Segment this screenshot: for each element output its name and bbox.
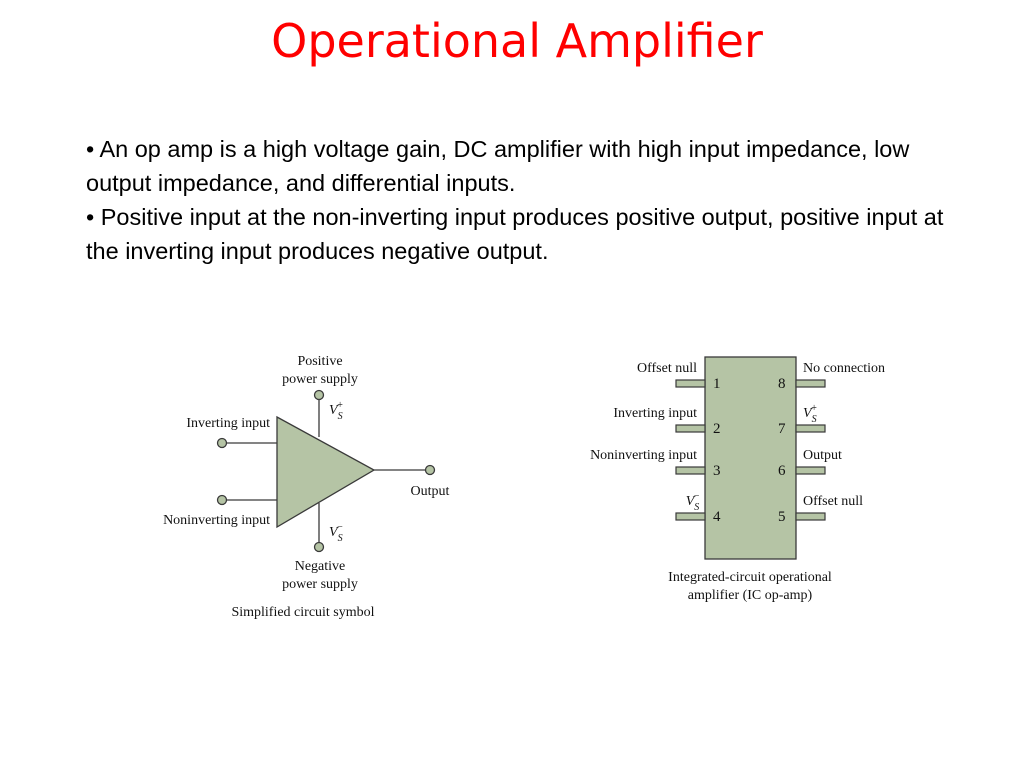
noninverting-input-terminal [216, 494, 228, 506]
op-amp-symbol: Positive power supply VS+ Inverting inpu… [163, 354, 449, 620]
inverting-input-label: Inverting input [186, 416, 270, 431]
ic-pin-number: 8 [778, 376, 786, 392]
slide-title: Operational Amplifier [271, 14, 763, 68]
output-label: Output [411, 484, 450, 499]
inverting-input-terminal [216, 437, 228, 449]
ic-pin-label: Offset null [637, 361, 697, 376]
ic-pin-number: 4 [713, 509, 721, 525]
ic-pin-number: 2 [713, 421, 721, 437]
ic-caption: Integrated-circuit operational [668, 570, 832, 585]
positive-supply-terminal [313, 389, 325, 401]
vs-minus-label: VS− [329, 522, 343, 544]
ic-pin-label: No connection [803, 361, 885, 376]
positive-supply-label: power supply [282, 372, 358, 387]
ic-pin-left [675, 379, 706, 388]
ic-pin-label: Inverting input [613, 406, 697, 421]
ic-pin-number: 5 [778, 509, 786, 525]
ic-pin-label: Output [803, 448, 842, 463]
ic-pin-left [675, 466, 706, 475]
negative-supply-label: power supply [282, 577, 358, 592]
ic-pin-label: VS+ [803, 403, 817, 425]
ic-pin-number: 3 [713, 463, 721, 479]
noninverting-input-label: Noninverting input [163, 513, 270, 528]
positive-supply-label: Positive [297, 354, 342, 369]
ic-body [704, 356, 797, 560]
ic-pin-left [675, 512, 706, 521]
op-amp-triangle [276, 415, 376, 529]
bullet-list: • An op amp is a high voltage gain, DC a… [86, 132, 966, 268]
ic-caption: amplifier (IC op-amp) [688, 588, 813, 603]
ic-pin-number: 1 [713, 376, 721, 392]
ic-pin-right [795, 379, 826, 388]
symbol-caption: Simplified circuit symbol [231, 605, 374, 620]
ic-pin-left [675, 424, 706, 433]
ic-pin-right [795, 466, 826, 475]
bullet-item: • An op amp is a high voltage gain, DC a… [86, 136, 910, 196]
bullet-item: • Positive input at the non-inverting in… [86, 204, 944, 264]
ic-pin-number: 7 [778, 421, 786, 437]
ic-pin-label: Offset null [803, 494, 863, 509]
ic-pin-right [795, 512, 826, 521]
vs-plus-label: VS+ [329, 400, 343, 422]
negative-supply-terminal [313, 541, 325, 553]
ic-pin-number: 6 [778, 463, 786, 479]
ic-pin-right [795, 424, 826, 433]
negative-supply-label: Negative [295, 559, 346, 574]
output-terminal [424, 464, 436, 476]
ic-pin-label: Noninverting input [590, 448, 697, 463]
ic-pin-label: VS− [686, 491, 700, 513]
